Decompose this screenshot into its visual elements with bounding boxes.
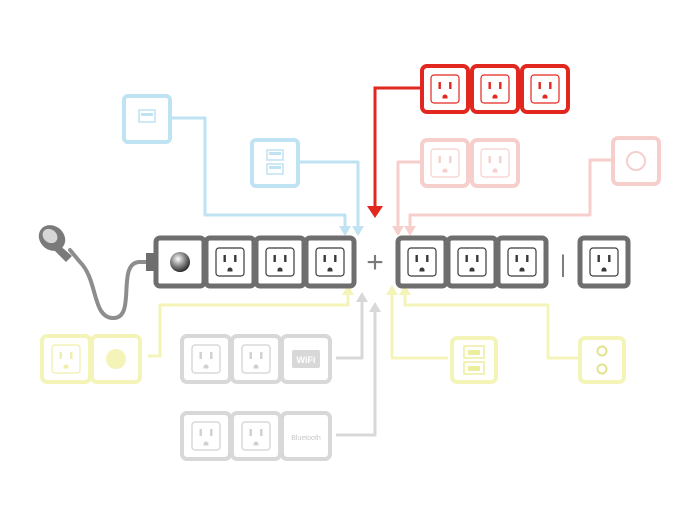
red-outlet-module: [420, 64, 570, 114]
gray-wifi-module: WiFi: [180, 334, 332, 384]
power-plug-icon: [38, 225, 72, 262]
yellow-ethernet-module: [450, 336, 498, 384]
ethernet-port-icon: [463, 345, 485, 375]
arrow-icon: [369, 302, 381, 312]
arrow-icon: [392, 226, 404, 236]
blue-connector-mid: [300, 160, 360, 228]
yellow-coax-module: [578, 336, 626, 384]
expansion-strip-module: [395, 235, 549, 289]
red-connector: [367, 86, 420, 218]
end-cap-module: [577, 235, 631, 289]
bluetooth-label: Bluetooth: [291, 435, 321, 442]
gray-connector-bluetooth: [336, 310, 377, 437]
coaxial-port-icon: [596, 345, 608, 357]
cord-connector: [146, 253, 156, 271]
power-cord: [38, 225, 150, 321]
arrow-icon: [356, 292, 368, 302]
power-button-icon: [170, 252, 190, 272]
yellow-outlet-module: [40, 334, 142, 384]
main-strip-module: [153, 235, 357, 289]
pink-connector-right: [408, 158, 611, 228]
arrow-icon: [399, 285, 411, 295]
gray-connector-wifi: [336, 300, 364, 360]
pink-outlet-module: [420, 138, 520, 188]
coaxial-port-icon: [596, 363, 608, 375]
usb-port-icon: [138, 109, 156, 123]
arrow-icon: [386, 285, 398, 295]
gray-bluetooth-module: Bluetooth: [180, 411, 332, 461]
usb-port-icon: [266, 149, 284, 175]
wifi-icon: WiFi: [292, 350, 320, 368]
plus-sign: +: [366, 246, 384, 279]
pink-connector-left: [396, 160, 420, 228]
pink-round-module: [611, 136, 661, 186]
usb-module-top-left: [122, 94, 172, 144]
coaxial-port-icon: [626, 151, 646, 171]
usb-module-double: [250, 138, 300, 188]
wifi-label: WiFi: [297, 355, 316, 365]
arrow-icon: [339, 226, 351, 236]
arrow-icon: [342, 285, 354, 295]
arrow-icon: [404, 226, 416, 236]
yellow-connector-left: [148, 293, 350, 358]
power-button-icon: [106, 349, 126, 369]
bluetooth-icon: Bluetooth: [291, 435, 321, 442]
connector-lines: [148, 116, 611, 437]
yellow-connector-mid: [390, 293, 448, 360]
arrow-icon: [367, 206, 383, 218]
yellow-connector-right: [403, 293, 578, 360]
arrow-icon-group: [339, 226, 416, 312]
divider-sign: |: [560, 251, 566, 278]
arrow-icon: [352, 226, 364, 236]
blue-connector-top: [172, 116, 347, 228]
